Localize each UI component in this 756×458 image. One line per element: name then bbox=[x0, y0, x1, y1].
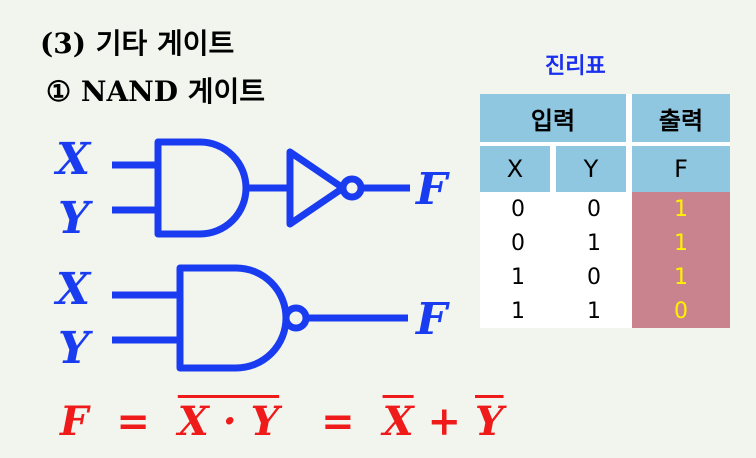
header-output: 출력 bbox=[632, 94, 730, 146]
cell-y: 1 bbox=[587, 230, 601, 256]
cell-x: 0 bbox=[511, 230, 525, 256]
cell-y: 1 bbox=[587, 298, 601, 324]
table-row: 1 0 1 bbox=[480, 260, 730, 294]
truth-table-column-header: X Y F bbox=[480, 146, 730, 192]
subsection-title: ① NAND 게이트 bbox=[46, 75, 266, 108]
input-y-label-bottom: Y bbox=[58, 323, 93, 374]
and-gate-symbol bbox=[112, 138, 250, 238]
output-f-label-bottom: F bbox=[414, 294, 450, 345]
nand-formula: F = X · Y = X + Y bbox=[60, 398, 504, 445]
not-gate-symbol bbox=[286, 148, 365, 228]
cell-x: 1 bbox=[511, 264, 525, 290]
cell-y: 0 bbox=[587, 196, 601, 222]
formula-eq1: = bbox=[116, 398, 150, 445]
gate-diagram: X Y F X Y F bbox=[53, 134, 450, 374]
formula-nand-expr: X · Y bbox=[177, 398, 280, 445]
cell-x: 1 bbox=[511, 298, 525, 324]
truth-table: 입력 출력 X Y F 0 0 1 0 1 1 1 0 1 1 1 0 bbox=[480, 94, 730, 328]
table-row: 0 1 1 bbox=[480, 226, 730, 260]
cell-y: 0 bbox=[587, 264, 601, 290]
header-input: 입력 bbox=[480, 94, 632, 146]
column-header-f: F bbox=[632, 146, 730, 192]
cell-f: 1 bbox=[632, 260, 730, 294]
table-row: 1 1 0 bbox=[480, 294, 730, 328]
formula-plus: + bbox=[427, 398, 462, 445]
cell-x: 0 bbox=[511, 196, 525, 222]
input-x-label-bottom: X bbox=[53, 264, 92, 315]
column-header-y: Y bbox=[556, 146, 632, 192]
truth-table-group-header: 입력 출력 bbox=[480, 94, 730, 146]
cell-f: 0 bbox=[632, 294, 730, 328]
column-header-x: X bbox=[480, 146, 556, 192]
input-x-label-top: X bbox=[53, 134, 92, 185]
formula-lhs: F bbox=[60, 398, 89, 445]
formula-x-bar: X bbox=[382, 398, 414, 445]
cell-f: 1 bbox=[632, 192, 730, 226]
table-row: 0 0 1 bbox=[480, 192, 730, 226]
section-title: (3) 기타 게이트 bbox=[40, 27, 235, 60]
nand-gate-symbol bbox=[112, 264, 310, 372]
cell-f: 1 bbox=[632, 226, 730, 260]
formula-y-bar: Y bbox=[475, 398, 504, 445]
truth-table-title: 진리표 bbox=[545, 54, 606, 79]
input-y-label-top: Y bbox=[58, 193, 93, 244]
output-f-label-top: F bbox=[414, 164, 450, 215]
formula-eq2: = bbox=[321, 398, 355, 445]
